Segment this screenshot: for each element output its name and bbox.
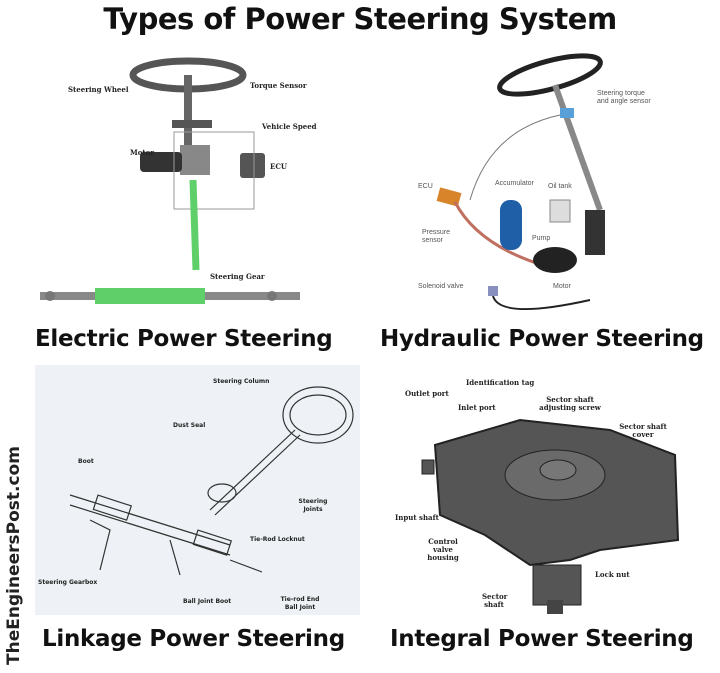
caption-linkage: Linkage Power Steering — [42, 626, 345, 652]
label-ecu: ECU — [270, 162, 288, 171]
label-dust-seal: Dust Seal — [173, 422, 206, 429]
label-sector-shaft: Sector shaft — [482, 592, 508, 609]
linkage-panel-background — [35, 365, 360, 615]
label-sector-shaft-cover: Sector shaft cover — [619, 422, 667, 439]
label-ecu: ECU — [418, 183, 433, 190]
label-inlet-port: Inlet port — [458, 403, 496, 412]
label-input-shaft: Input shaft — [395, 513, 439, 522]
label-lock-nut: Lock nut — [595, 570, 630, 579]
label-steering-gear: Steering Gear — [210, 272, 265, 281]
label-boot: Boot — [78, 458, 94, 465]
electric-steering-diagram — [40, 57, 300, 304]
label-motor: Motor — [553, 283, 571, 290]
integral-steering-diagram — [421, 418, 680, 614]
watermark: TheEngineersPost.com — [4, 446, 24, 665]
label-control-valve-housing: Control valve housing — [427, 537, 459, 562]
label-vehicle-speed: Vehicle Speed — [262, 122, 317, 131]
caption-hydraulic: Hydraulic Power Steering — [380, 326, 704, 352]
caption-electric: Electric Power Steering — [35, 326, 333, 352]
label-torque-sensor: Torque Sensor — [250, 81, 307, 90]
label-steering-wheel: Steering Wheel — [68, 85, 129, 94]
label-steering-gearbox: Steering Gearbox — [38, 579, 98, 586]
label-pressure-sensor: Pressure sensor — [422, 229, 451, 244]
label-outlet-port: Outlet port — [405, 389, 449, 398]
label-sector-shaft-adjusting-screw: Sector shaft adjusting screw — [539, 395, 601, 412]
caption-integral: Integral Power Steering — [390, 626, 694, 652]
page-title: Types of Power Steering System — [103, 2, 617, 36]
label-steering-joints: Steering Joints — [298, 498, 328, 513]
label-accumulator: Accumulator — [495, 180, 534, 187]
label-steering-column: Steering Column — [213, 378, 270, 385]
label-tie-rod-locknut: Tie-Rod Locknut — [250, 536, 305, 543]
label-tie-rod-end: Tie-rod End Ball Joint — [280, 596, 320, 611]
label-torque-angle-sensor: Steering torque and angle sensor — [597, 90, 651, 105]
label-ball-joint-boot: Ball Joint Boot — [183, 598, 232, 605]
hydraulic-steering-diagram — [436, 53, 605, 311]
linkage-steering-diagram — [69, 386, 354, 576]
label-pump: Pump — [532, 235, 551, 242]
label-identification-tag: Identification tag — [466, 378, 535, 387]
label-motor: Motor — [130, 148, 155, 157]
label-oil-tank: Oil tank — [548, 183, 572, 190]
label-solenoid-valve: Solenoid valve — [418, 283, 464, 290]
